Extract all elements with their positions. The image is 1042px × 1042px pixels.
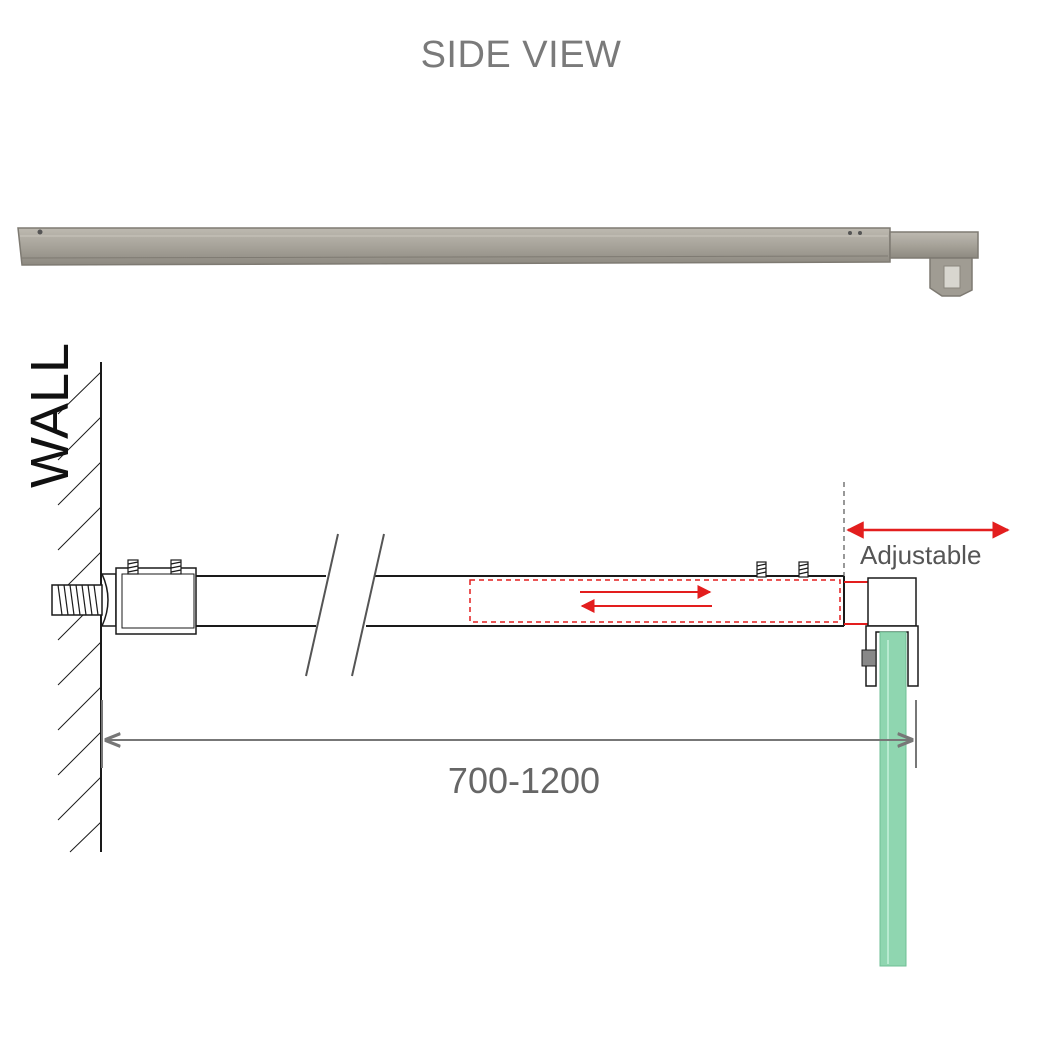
page-title: SIDE VIEW bbox=[420, 34, 622, 76]
product-photo bbox=[17, 227, 979, 297]
telescopic-insert bbox=[469, 561, 841, 623]
dimension-line bbox=[101, 700, 917, 768]
adjustable-extension bbox=[843, 482, 1010, 625]
adjustable-label: Adjustable bbox=[860, 540, 982, 570]
support-bar bbox=[196, 533, 845, 677]
wall-bracket bbox=[115, 559, 197, 635]
dimension-label: 700-1200 bbox=[447, 760, 601, 801]
wall-label: WALL bbox=[20, 342, 80, 488]
glass-panel bbox=[879, 631, 907, 967]
glass-clamp bbox=[861, 577, 919, 687]
wall-threaded-stud bbox=[51, 573, 117, 627]
